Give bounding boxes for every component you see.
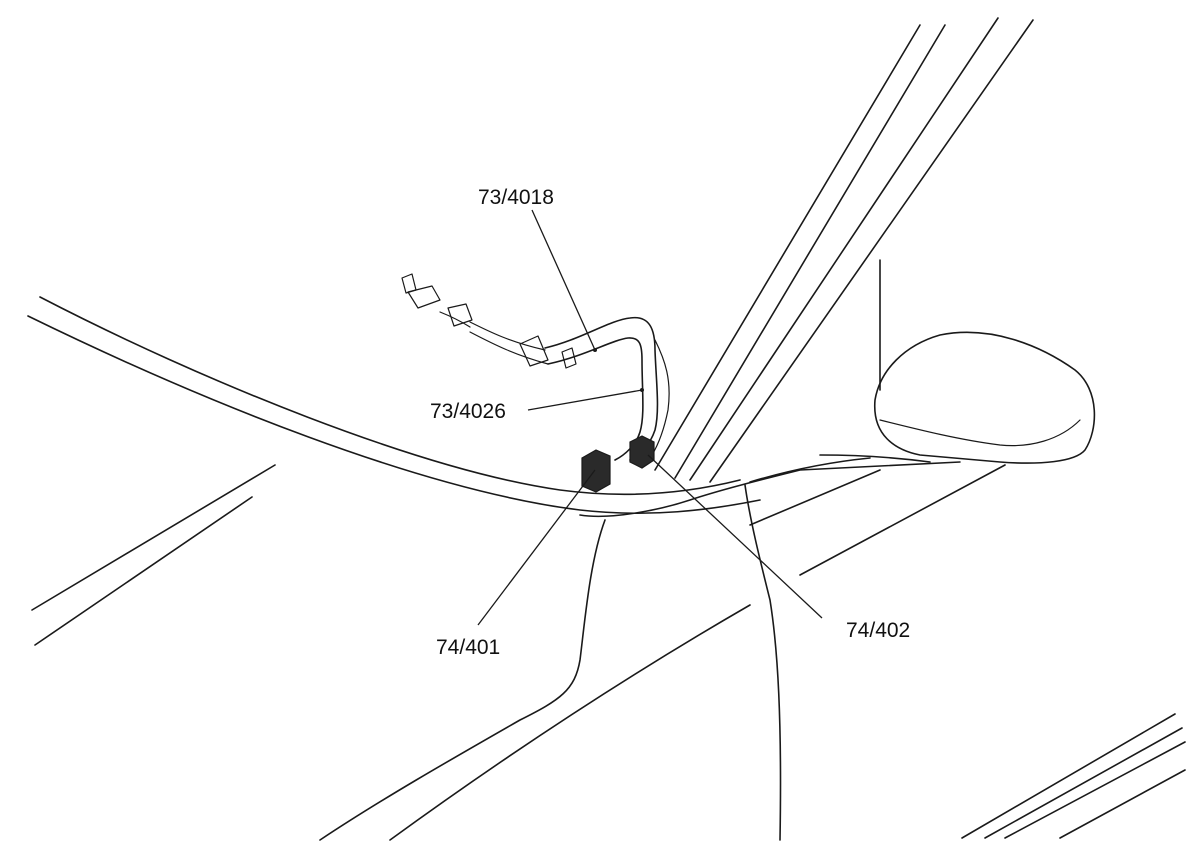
- a-pillar-line-3: [689, 17, 999, 481]
- trim-line-1: [961, 713, 1176, 839]
- harness-cable-inner: [547, 337, 644, 461]
- clip-74-402: [629, 435, 655, 469]
- trim-line-2: [984, 727, 1183, 839]
- harness-branch-1: [469, 321, 546, 351]
- connector-3: [519, 335, 549, 367]
- harness-cable-outer: [544, 316, 659, 461]
- hood-edge-lower: [27, 315, 761, 515]
- hood-crease-1: [31, 464, 276, 611]
- mirror-arm-lower: [749, 457, 871, 483]
- a-pillar-line-1: [654, 24, 921, 471]
- leader-73-4026: [527, 389, 643, 411]
- door-lower-line: [799, 464, 1006, 576]
- callout-74-401: 74/401: [436, 636, 501, 659]
- leader-dot-73-4026: [640, 388, 644, 392]
- harness-cable-side: [651, 339, 670, 456]
- mirror-arm: [819, 454, 931, 463]
- fender-curve: [319, 519, 606, 841]
- callout-73-4018: 73/4018: [478, 186, 554, 209]
- door-belt-line: [749, 469, 881, 526]
- leader-dot-73-4018: [593, 348, 597, 352]
- trim-line-4: [1059, 769, 1186, 839]
- a-pillar-line-2: [674, 24, 946, 479]
- connector-2: [447, 303, 473, 327]
- hood-crease-2: [34, 496, 253, 646]
- connector-1: [407, 285, 441, 309]
- callout-74-402: 74/402: [846, 619, 911, 642]
- harness-branch-2: [469, 331, 549, 365]
- leader-73-4018: [531, 209, 596, 351]
- a-pillar-line-4: [709, 19, 1034, 483]
- leader-74-401: [477, 469, 596, 626]
- door-gap-line: [744, 484, 782, 841]
- harness-sleeve: [561, 347, 577, 369]
- hood-edge-upper: [39, 296, 741, 496]
- mirror-glass-edge: [879, 419, 1081, 447]
- leader-74-402: [647, 454, 823, 619]
- mirror-housing: [874, 331, 1096, 464]
- fender-lower-line: [389, 604, 751, 841]
- clip-74-401: [581, 449, 611, 493]
- harness-branch-3: [439, 311, 471, 328]
- trim-line-3: [1004, 741, 1186, 839]
- cowl-line: [579, 461, 961, 518]
- connector-1-tip: [401, 273, 417, 294]
- callout-73-4026: 73/4026: [430, 400, 506, 423]
